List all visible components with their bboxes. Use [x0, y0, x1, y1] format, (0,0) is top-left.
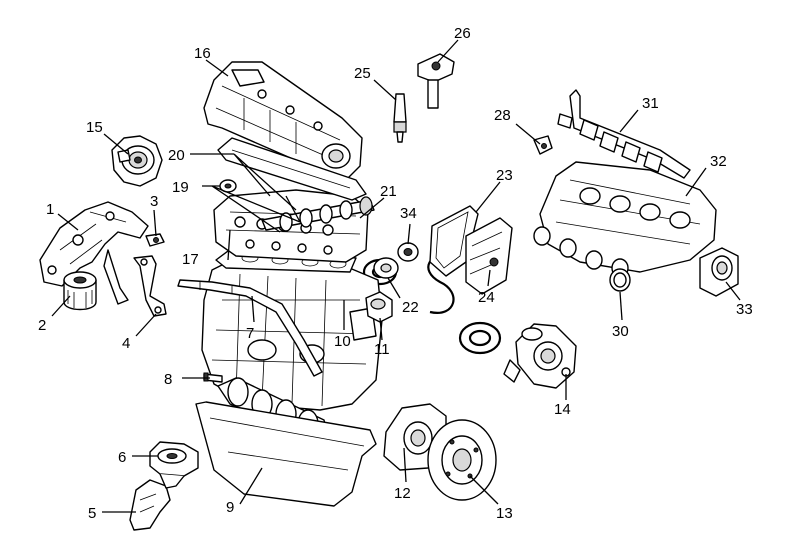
label-10: 10 — [334, 333, 351, 350]
leader-lines — [51, 39, 741, 513]
label-32: 32 — [710, 153, 727, 170]
pulley — [373, 257, 399, 279]
label-26: 26 — [454, 25, 471, 42]
label-19: 19 — [172, 179, 189, 196]
cover-gasket — [217, 137, 367, 201]
lower-mount — [129, 441, 199, 531]
oil-filter — [63, 271, 97, 311]
label-28: 28 — [494, 107, 511, 124]
injector — [533, 135, 553, 155]
label-33: 33 — [736, 301, 753, 318]
label-16: 16 — [194, 45, 211, 62]
label-17: 17 — [182, 251, 199, 268]
label-7: 7 — [246, 325, 254, 342]
sensor — [145, 233, 165, 247]
brake-disc — [427, 419, 497, 501]
label-8: 8 — [164, 371, 172, 388]
label-11: 11 — [374, 341, 390, 358]
label-23: 23 — [496, 167, 513, 184]
label-21: 21 — [380, 183, 397, 200]
hose — [177, 279, 323, 377]
intake-manifold — [533, 161, 717, 278]
tube-bracket — [133, 255, 167, 317]
callout-labels: 1 2 3 4 5 6 7 8 9 10 11 12 13 14 15 16 1… — [38, 25, 753, 522]
label-13: 13 — [496, 505, 513, 522]
label-2: 2 — [38, 317, 46, 334]
ignition-coil — [417, 53, 455, 109]
engine-mount-bracket — [39, 201, 149, 305]
spark-plug — [393, 93, 407, 143]
label-25: 25 — [354, 65, 371, 82]
label-15: 15 — [86, 119, 103, 136]
label-6: 6 — [118, 449, 126, 466]
label-9: 9 — [226, 499, 234, 516]
label-30: 30 — [612, 323, 629, 340]
label-24: 24 — [478, 289, 495, 306]
o-ring — [609, 268, 631, 292]
label-4: 4 — [122, 335, 130, 352]
label-14: 14 — [554, 401, 571, 418]
timing-cover — [465, 217, 513, 295]
pump — [111, 135, 163, 187]
label-1: 1 — [46, 201, 54, 218]
label-31: 31 — [642, 95, 659, 112]
label-3: 3 — [150, 193, 158, 210]
label-34: 34 — [400, 205, 417, 222]
throttle-body — [699, 247, 739, 297]
valve-cover — [203, 61, 363, 181]
alternator — [503, 323, 577, 389]
fuel-rail — [557, 89, 691, 179]
seal-34 — [397, 242, 419, 262]
label-22: 22 — [402, 299, 419, 316]
label-5: 5 — [88, 505, 96, 522]
thermostat-housing — [365, 291, 393, 323]
oil-pan — [195, 401, 377, 507]
label-20: 20 — [168, 147, 185, 164]
label-12: 12 — [394, 485, 411, 502]
